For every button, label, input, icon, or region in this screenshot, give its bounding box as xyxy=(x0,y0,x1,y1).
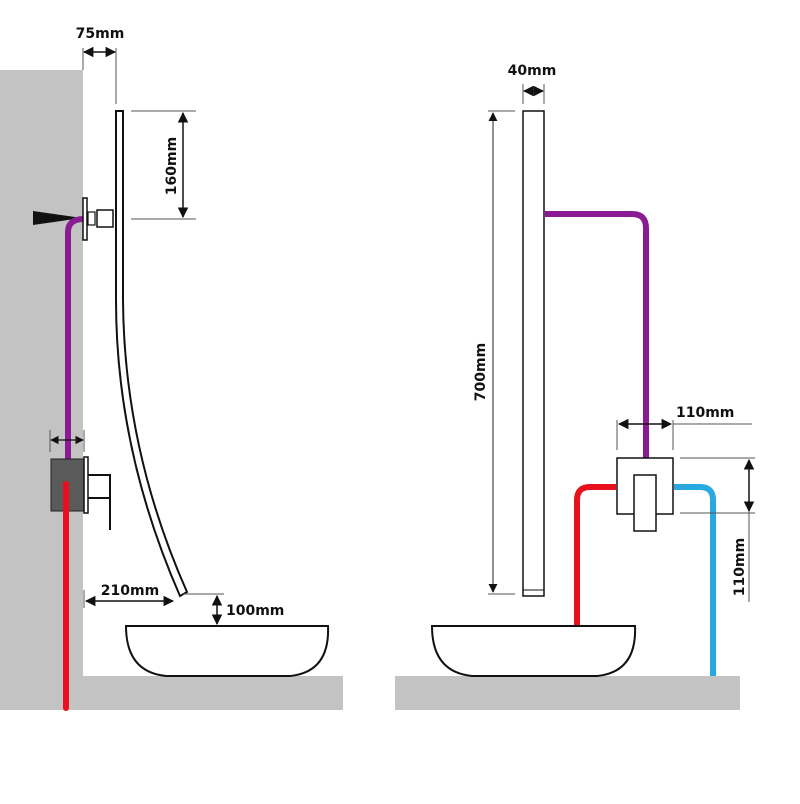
mixed-outlet-pipe xyxy=(65,216,85,462)
counter xyxy=(395,676,740,710)
hot-supply-pipe xyxy=(574,484,616,626)
cold-supply-pipe xyxy=(674,484,716,676)
panel-height-label: 700mm xyxy=(473,343,489,401)
outlet-height-label: 160mm xyxy=(164,137,180,195)
spout-to-basin-label: 100mm xyxy=(226,603,284,619)
valve-width-label: 110mm xyxy=(676,405,734,421)
wall-anchor-icon xyxy=(33,211,75,225)
basin xyxy=(430,625,637,677)
right-view: 40mm 700mm 110mm 110mm xyxy=(395,63,755,710)
basin xyxy=(124,625,330,677)
lever-handle xyxy=(633,474,657,532)
spout-projection-label: 75mm xyxy=(76,26,125,42)
valve-flange xyxy=(83,456,89,514)
counter xyxy=(83,676,343,710)
valve-height-label: 110mm xyxy=(732,538,748,596)
panel xyxy=(522,110,545,597)
lever-handle xyxy=(88,474,111,530)
spout-reach-label: 210mm xyxy=(101,583,159,599)
left-view: 75mm 160mm 210mm 100mm xyxy=(0,26,343,711)
mixed-outlet-pipe xyxy=(545,211,649,458)
panel-thickness-label: 40mm xyxy=(508,63,557,79)
curved-spout xyxy=(115,110,189,598)
wall-bracket xyxy=(82,197,88,241)
